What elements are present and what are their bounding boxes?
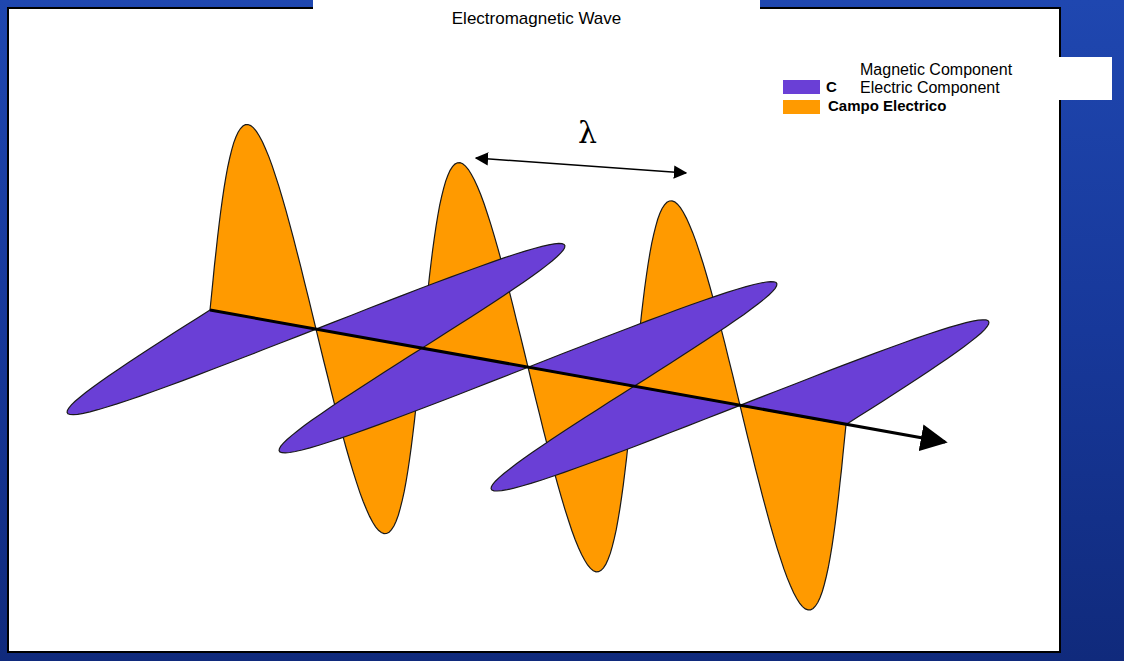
legend-cover-box bbox=[848, 57, 1112, 100]
legend-overlay-text: Electric Component bbox=[860, 79, 1000, 97]
legend-swatch bbox=[783, 100, 820, 114]
field-lobe bbox=[491, 386, 740, 491]
wavelength-symbol: λ bbox=[578, 116, 597, 149]
legend-overlay-text: Magnetic Component bbox=[860, 61, 1012, 79]
legend-text: C bbox=[826, 79, 837, 96]
legend-swatch bbox=[783, 80, 820, 94]
wavelength-arrow bbox=[476, 158, 686, 173]
propagation-axis bbox=[210, 310, 945, 442]
field-lobe bbox=[316, 243, 565, 348]
magnetic-field bbox=[67, 243, 989, 491]
slide-title: Electromagnetic Wave bbox=[313, 0, 760, 38]
field-lobe bbox=[740, 320, 989, 425]
field-lobe bbox=[740, 405, 846, 610]
field-lobe bbox=[210, 125, 316, 330]
slide-panel bbox=[8, 8, 1060, 652]
field-lobe bbox=[279, 348, 528, 453]
legend-text: Campo Electrico bbox=[828, 98, 946, 115]
field-lobe bbox=[528, 282, 777, 387]
field-lobe bbox=[67, 310, 316, 415]
